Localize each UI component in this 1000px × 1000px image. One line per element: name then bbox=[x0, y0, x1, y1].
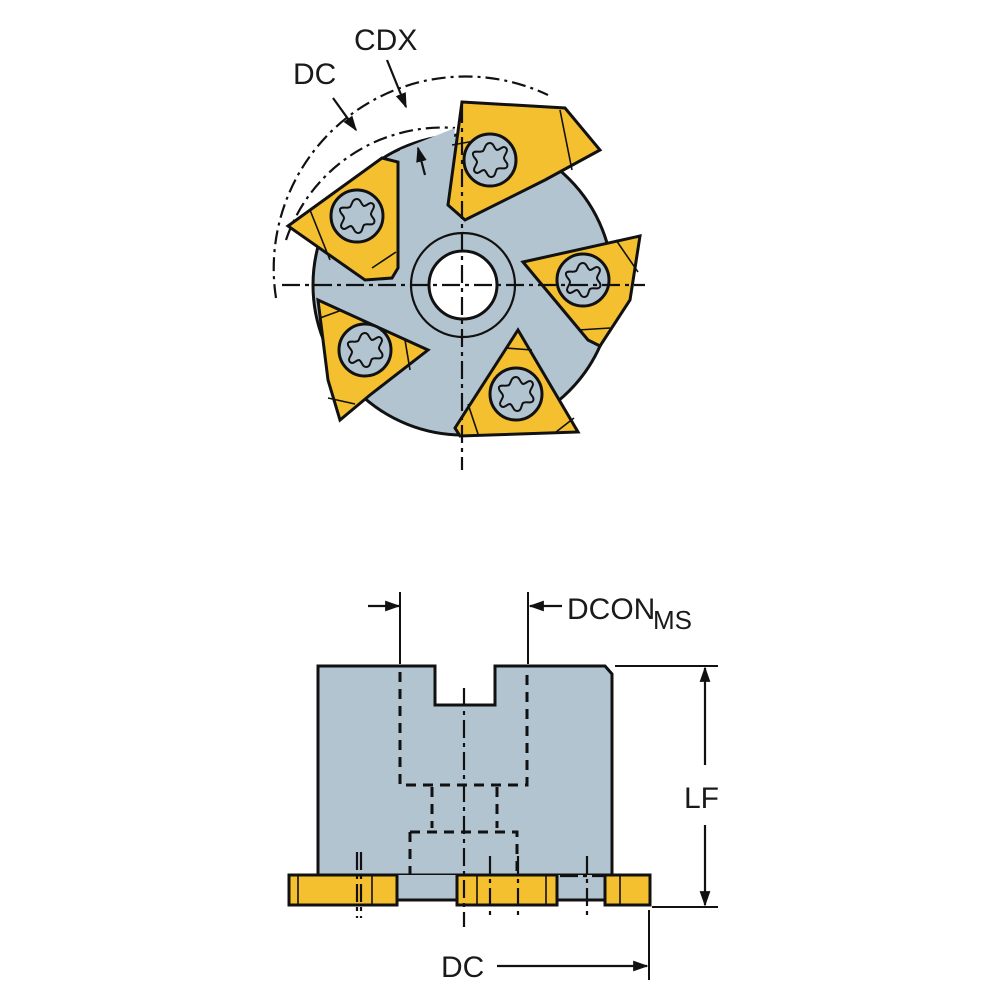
cdx-circle-arc bbox=[284, 126, 456, 241]
side-insert-left bbox=[287, 873, 399, 907]
insert-bottom-left bbox=[316, 297, 431, 423]
dcon-label: DCON bbox=[567, 593, 655, 626]
insert-top bbox=[446, 100, 603, 222]
front-view: DC CDX bbox=[272, 24, 645, 470]
front-cdx-label: CDX bbox=[354, 24, 417, 57]
front-cdx-leader bbox=[385, 59, 408, 109]
torx-screw-icon bbox=[462, 132, 518, 188]
side-dc-label: DC bbox=[441, 951, 484, 984]
front-dc-leader bbox=[332, 97, 357, 132]
front-dc-label: DC bbox=[293, 58, 336, 91]
side-insert-middle bbox=[455, 873, 559, 907]
dcon-subscript: MS bbox=[653, 605, 692, 635]
insert-bottom-right bbox=[453, 327, 581, 438]
cutter-body-side bbox=[316, 664, 614, 877]
torx-screw-icon bbox=[329, 188, 385, 244]
torx-screw-icon bbox=[337, 322, 393, 378]
dc-circle-arc bbox=[272, 75, 549, 299]
torx-screw-icon bbox=[488, 366, 544, 422]
torx-screw-icon bbox=[555, 252, 611, 308]
lf-label: LF bbox=[684, 782, 719, 815]
flute-gaps bbox=[400, 128, 455, 215]
side-view: DCON MS LF DC bbox=[287, 592, 719, 984]
insert-right bbox=[520, 234, 642, 348]
insert-left bbox=[285, 156, 400, 282]
side-insert-right bbox=[603, 873, 652, 907]
hidden-bore-neck bbox=[430, 787, 499, 828]
front-cdx-leader-inner bbox=[416, 146, 427, 176]
